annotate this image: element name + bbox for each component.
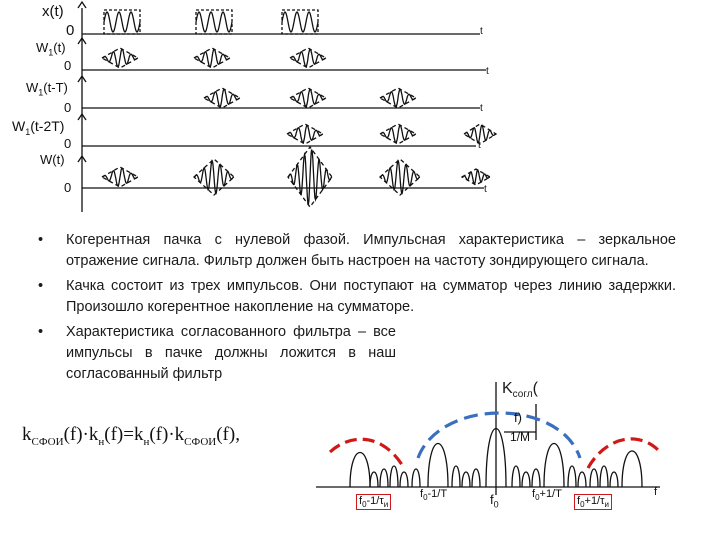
- w-pulse-1-carrier: [101, 167, 139, 187]
- side-lobe-14: [589, 468, 599, 488]
- side-lobe-7: [461, 471, 471, 488]
- k-sogl-label: Kсогл(: [500, 380, 540, 401]
- label-f0-plus-1-tau: f0+1/τи: [574, 494, 612, 511]
- side-lobe-5: [411, 468, 421, 488]
- side-lobe-13: [577, 471, 587, 488]
- label-w1-2t-zero: 0: [64, 136, 72, 151]
- lobe-left-main: [427, 442, 449, 488]
- w-pulse-2-envelope: [193, 158, 235, 196]
- w1t-pulse-3-carrier: [379, 88, 417, 108]
- t-axis-label-3: t: [480, 103, 483, 114]
- red-left-envelope: [328, 437, 406, 469]
- x-burst-3-frame: [281, 9, 319, 35]
- lobe-left-far: [349, 452, 371, 488]
- side-lobe-10: [521, 471, 531, 488]
- w12t-pulse-2-carrier: [379, 124, 417, 144]
- one-over-m-label: 1/M: [510, 430, 531, 444]
- lobe-center: [485, 427, 507, 488]
- label-x: x(t): [42, 3, 64, 20]
- x-burst-1-frame: [103, 9, 141, 35]
- x-burst-1: [103, 11, 141, 33]
- w1-pulse-2-carrier: [193, 48, 231, 68]
- w-pulse-4-carrier: [379, 159, 421, 195]
- axis-tick-2: [77, 36, 87, 45]
- t-axis-label-5: t: [484, 184, 487, 195]
- w-pulse-4-envelope: [379, 158, 421, 196]
- w1-pulse-3-carrier: [289, 48, 327, 68]
- side-lobe-3: [389, 465, 399, 488]
- red-right-envelope: [586, 437, 662, 469]
- lobe-right-far: [621, 450, 643, 488]
- w-pulse-5-carrier: [461, 169, 491, 185]
- label-f0-minus-1-tau: f0-1/τи: [356, 494, 392, 511]
- label-f0-minus-1-T: f0-1/T: [420, 488, 448, 503]
- w-pulse-3-envelope: [287, 145, 333, 209]
- label-x-zero: 0: [66, 22, 75, 39]
- bullet-item-1: •Когерентная пачка с нулевой фазой. Импу…: [38, 232, 676, 269]
- axis-tick-1: [77, 0, 87, 9]
- x-burst-2-frame: [195, 9, 233, 35]
- side-lobe-15: [599, 465, 609, 488]
- blue-main-envelope: [416, 411, 582, 459]
- axis-tick-4: [77, 112, 87, 121]
- side-lobe-2: [379, 468, 389, 488]
- bullet-item-3: •Характеристика согласованного фильтра –…: [38, 324, 396, 382]
- w-pulse-3-carrier: [287, 149, 333, 205]
- label-f0-plus-1-T: f0+1/T: [532, 488, 562, 503]
- side-lobe-11: [531, 468, 541, 488]
- axis-tick-5: [77, 154, 87, 163]
- label-w1-t: W1(t-T): [26, 80, 68, 98]
- w1t-pulse-1-carrier: [203, 88, 241, 108]
- formula: kСФОИ(f)·kн(f)=kн(f)·kСФОИ(f),: [22, 424, 240, 448]
- bullet-item-2: •Качка состоит из трех импульсов. Они по…: [38, 278, 676, 315]
- side-lobe-9: [511, 465, 521, 488]
- w1-pulse-1-carrier: [101, 48, 139, 68]
- bullet-list: •Когерентная пачка с нулевой фазой. Импу…: [36, 230, 676, 389]
- side-lobe-6: [451, 465, 461, 488]
- label-w: W(t): [40, 152, 65, 167]
- label-w-zero: 0: [64, 180, 72, 195]
- f0-label: f0: [490, 492, 499, 510]
- label-w1-zero: 0: [64, 58, 72, 73]
- x-burst-2: [195, 11, 233, 33]
- label-w1-2t: W1(t-2T): [12, 118, 65, 137]
- lobe-right-main: [543, 442, 565, 488]
- t-axis-label-4: t: [478, 140, 481, 151]
- side-lobe-16: [609, 471, 619, 488]
- x-burst-3: [281, 11, 319, 33]
- t-axis-label-2: t: [486, 66, 489, 77]
- w12t-pulse-3-carrier: [463, 124, 497, 144]
- f-axis-label: f: [654, 486, 658, 498]
- w1t-pulse-2-carrier: [289, 88, 327, 108]
- side-lobe-8: [471, 468, 481, 488]
- timing-diagram: [77, 0, 498, 212]
- w12t-pulse-1-carrier: [286, 124, 324, 144]
- label-w1-t-zero: 0: [64, 100, 72, 115]
- w-pulse-2-carrier: [193, 159, 235, 195]
- side-lobe-4: [399, 471, 409, 488]
- label-w1: W1(t): [36, 40, 66, 58]
- axis-tick-3: [77, 74, 87, 83]
- k-sogl-f: f): [514, 410, 522, 425]
- t-axis-label-1: t: [480, 26, 483, 37]
- side-lobe-12: [567, 465, 577, 488]
- side-lobe-1: [369, 471, 379, 488]
